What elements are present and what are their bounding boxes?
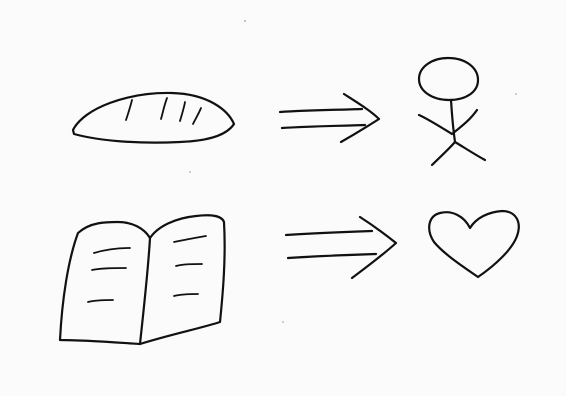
double-arrow-icon — [286, 217, 396, 278]
open-book-icon — [60, 215, 225, 344]
heart-icon — [429, 211, 519, 277]
bread-loaf-icon — [73, 93, 234, 143]
double-arrow-icon — [280, 94, 379, 142]
stick-figure-person-icon — [419, 58, 485, 165]
